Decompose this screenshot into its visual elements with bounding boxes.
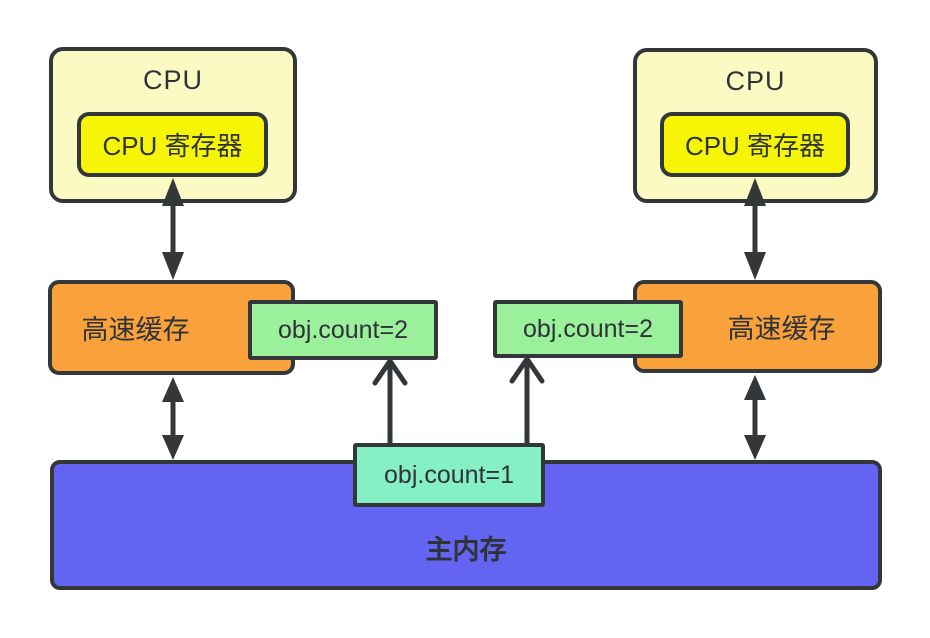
cache-box-right: 高速缓存 <box>633 280 882 373</box>
cache-value-badge-right: obj.count=2 <box>493 300 683 358</box>
cache-memory-arrow-right <box>744 375 766 460</box>
cpu-register-box-left: CPU 寄存器 <box>77 112 268 177</box>
cpu-box-left: CPU CPU 寄存器 <box>49 47 297 203</box>
cpu-register-box-right: CPU 寄存器 <box>660 112 850 177</box>
cpu-label-right: CPU <box>725 66 786 96</box>
cache-label-right: 高速缓存 <box>727 314 836 344</box>
main-memory-label: 主内存 <box>425 535 507 565</box>
memory-value-badge: obj.count=1 <box>353 443 545 507</box>
cpu-label-left: CPU <box>142 65 203 95</box>
cache-value-badge-left: obj.count=2 <box>248 300 438 360</box>
memory-value: obj.count=1 <box>384 460 514 489</box>
cache-value-left: obj.count=2 <box>278 315 408 344</box>
cpu-box-right: CPU CPU 寄存器 <box>633 48 878 203</box>
memory-to-cache-value-arrow-left <box>372 358 408 447</box>
memory-to-cache-value-arrow-right <box>509 356 545 447</box>
cpu-register-label-left: CPU 寄存器 <box>102 131 243 161</box>
cpu-register-label-right: CPU 寄存器 <box>684 131 826 161</box>
cache-value-right: obj.count=2 <box>523 314 653 343</box>
cache-memory-arrow-left <box>162 377 184 460</box>
cache-label-left: 高速缓存 <box>81 315 190 345</box>
